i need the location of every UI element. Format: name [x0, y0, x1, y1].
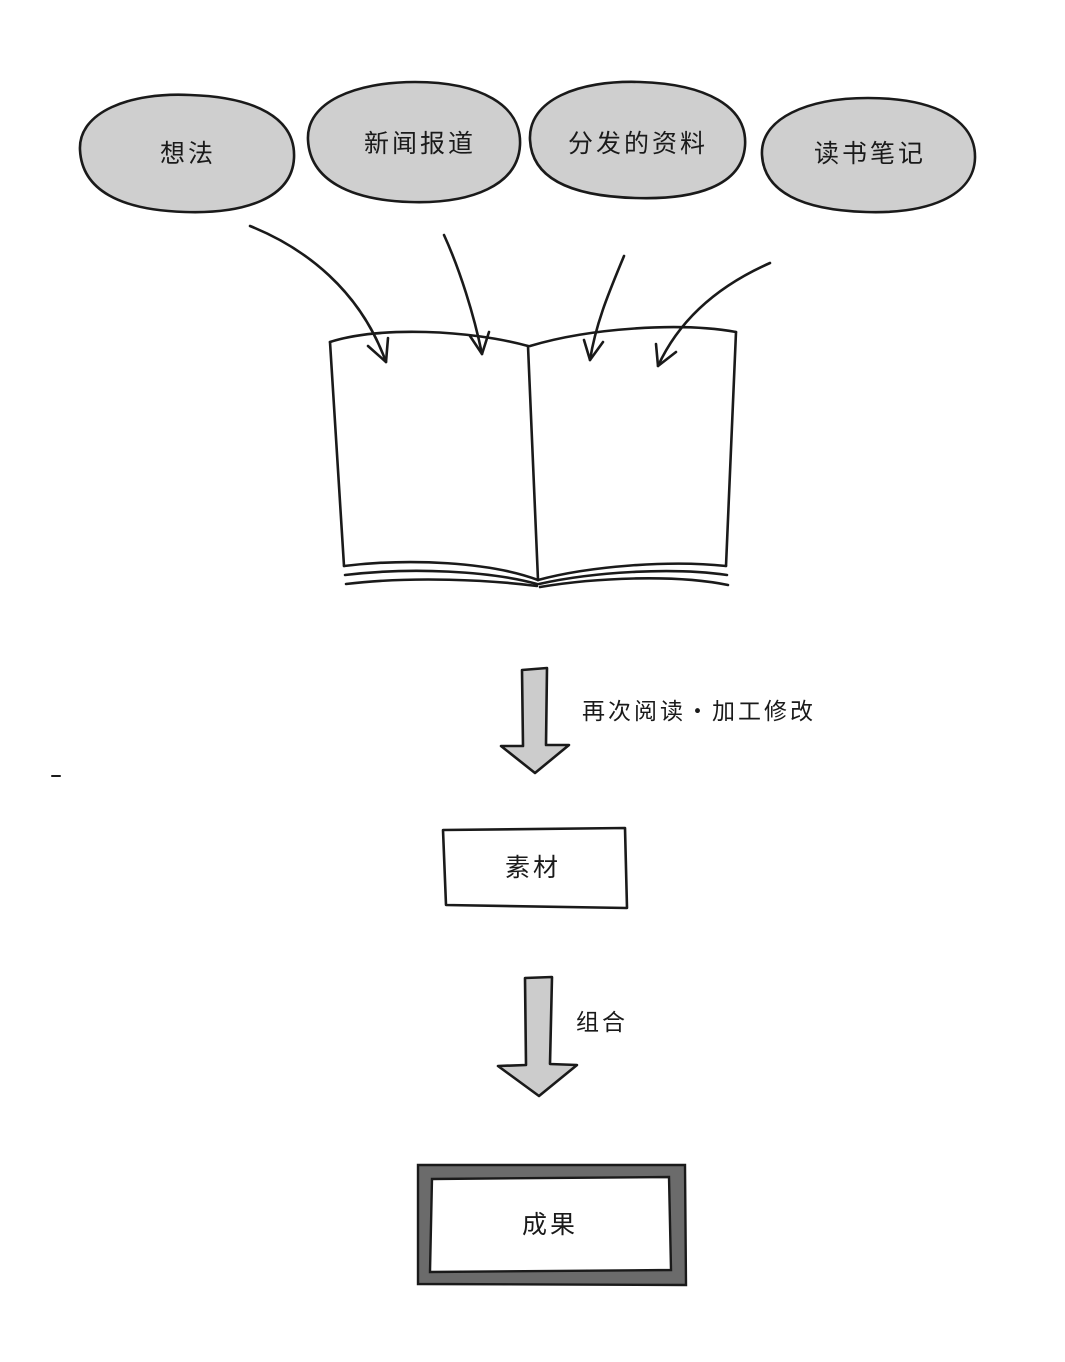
arrow-combine [496, 975, 579, 1098]
step-reread-edit-label: 再次阅读・加工修改 [582, 699, 816, 725]
source-handouts-label: 分发的资料 [568, 129, 708, 158]
source-news-bubble [306, 80, 522, 204]
result-label: 成果 [522, 1210, 578, 1239]
arrow-notes-to-notebook [654, 261, 772, 368]
source-ideas-bubble [78, 93, 296, 214]
arrow-news-to-notebook [442, 233, 491, 356]
source-reading-notes-label: 读书笔记 [814, 139, 926, 168]
source-handouts: 分发的资料 [528, 80, 747, 200]
material-label: 素材 [505, 853, 561, 882]
material-box: 素材 [441, 826, 629, 910]
source-handouts-bubble [528, 80, 747, 200]
arrow-ideas-to-notebook [248, 224, 390, 364]
source-news-label: 新闻报道 [364, 129, 476, 158]
source-reading-notes: 读书笔记 [760, 96, 977, 214]
source-reading-notes-bubble [760, 96, 977, 214]
source-ideas: 想法 [78, 93, 296, 214]
arrow-reread-edit [499, 666, 571, 775]
result-box: 成果 [416, 1163, 688, 1287]
source-news: 新闻报道 [306, 80, 522, 204]
arrow-handouts-to-notebook [582, 254, 626, 362]
step-combine-label: 组合 [576, 1010, 628, 1036]
notebook-icon [328, 325, 738, 589]
source-ideas-label: 想法 [160, 139, 216, 168]
